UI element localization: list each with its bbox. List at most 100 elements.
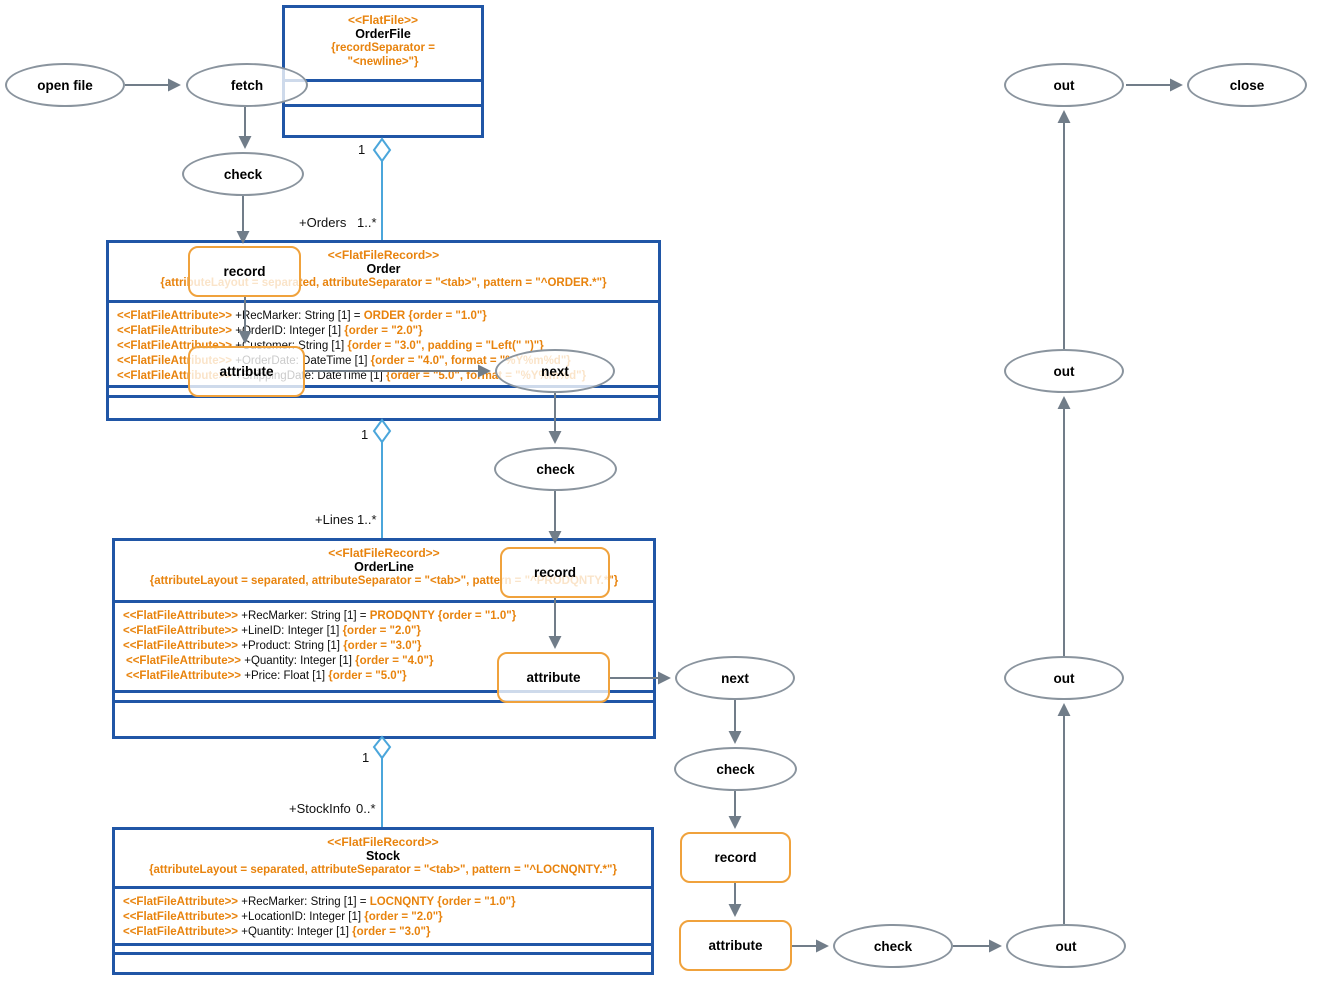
attr-stereotype: <<FlatFileAttribute>>	[123, 625, 239, 637]
flow-node-label: next	[541, 363, 569, 379]
assoc-stockinfo-role: +StockInfo	[289, 801, 351, 816]
flow-node-record-order[interactable]: record	[188, 246, 301, 297]
class-stereotype: <<FlatFile>>	[347, 13, 419, 27]
attribute-line: <<FlatFileAttribute>> +LineID: Integer […	[123, 624, 651, 639]
attr-constraint: ORDER {order = "1.0"}	[363, 310, 487, 322]
flow-node-attribute-order[interactable]: attribute	[188, 346, 305, 397]
flow-node-check-order[interactable]: check	[182, 152, 304, 196]
aggregation-diamond-orderline	[372, 735, 392, 760]
class-compartment-empty	[109, 395, 658, 418]
assoc-orders-mult: 1..*	[357, 215, 377, 230]
class-stock[interactable]: <<FlatFileRecord>> Stock {attributeLayou…	[112, 827, 654, 975]
flow-node-label: record	[714, 850, 757, 865]
flow-node-attribute-stock[interactable]: attribute	[679, 920, 792, 971]
flow-node-label: check	[873, 938, 913, 954]
class-compartment-empty	[115, 943, 651, 952]
attr-declaration: +Product: String [1]	[238, 640, 344, 652]
flow-node-next-line[interactable]: next	[675, 656, 795, 700]
attr-constraint: {order = "3.0", padding = "Left(" ")"}	[347, 340, 544, 352]
flow-node-record-stock[interactable]: record	[680, 832, 791, 883]
attr-constraint: {order = "4.0"}	[355, 655, 434, 667]
assoc-lines-role: +Lines	[315, 512, 354, 527]
class-name: OrderLine	[354, 560, 414, 574]
attr-constraint: {order = "2.0"}	[344, 325, 423, 337]
class-name: OrderFile	[355, 27, 411, 41]
class-stereotype: <<FlatFileRecord>>	[328, 546, 440, 560]
class-name: Order	[366, 262, 401, 276]
flow-node-check-line[interactable]: check	[494, 447, 617, 491]
flow-node-label: check	[716, 761, 755, 777]
flow-node-label: check	[536, 461, 575, 477]
class-compartment-empty	[115, 690, 653, 700]
flow-node-check-out[interactable]: check	[833, 924, 953, 968]
class-orderfile-header: <<FlatFile>> OrderFile {recordSeparator …	[285, 8, 481, 79]
flow-node-open-file[interactable]: open file	[5, 63, 125, 107]
flow-node-label: fetch	[230, 77, 264, 93]
class-orderfile[interactable]: <<FlatFile>> OrderFile {recordSeparator …	[282, 5, 484, 138]
class-constraint: {attributeLayout = separated, attributeS…	[149, 864, 617, 876]
attribute-line: <<FlatFileAttribute>> +Quantity: Integer…	[123, 925, 649, 940]
attr-declaration: +RecMarker: String [1] =	[232, 310, 364, 322]
flow-node-out-file[interactable]: out	[1004, 63, 1124, 107]
attr-declaration: +RecMarker: String [1] =	[238, 610, 370, 622]
flow-node-label: attribute	[219, 364, 274, 379]
attr-stereotype: <<FlatFileAttribute>>	[123, 610, 239, 622]
class-compartment-empty	[115, 952, 651, 972]
class-compartment-empty	[115, 700, 653, 736]
flow-node-label: record	[533, 565, 577, 580]
flow-node-fetch[interactable]: fetch	[186, 63, 308, 107]
attr-constraint: LOCNQNTY {order = "1.0"}	[369, 896, 516, 908]
attr-stereotype: <<FlatFileAttribute>>	[123, 926, 239, 938]
class-constraint-line2: "<newline>"}	[347, 56, 419, 68]
attr-stereotype: <<FlatFileAttribute>>	[117, 310, 233, 322]
flow-node-label: record	[223, 264, 266, 279]
attr-stereotype: <<FlatFileAttribute>>	[126, 670, 242, 682]
class-stock-attributes: <<FlatFileAttribute>> +RecMarker: String…	[115, 886, 651, 943]
aggregation-diamond-orderfile	[372, 137, 392, 163]
attribute-line: <<FlatFileAttribute>> +OrderID: Integer …	[117, 324, 656, 339]
flow-node-label: open file	[37, 77, 93, 93]
flow-node-label: out	[1053, 670, 1075, 686]
attr-declaration: +Price: Float [1]	[241, 670, 329, 682]
flow-node-out-stock[interactable]: out	[1006, 924, 1126, 968]
flow-node-record-line[interactable]: record	[500, 547, 610, 598]
attr-declaration: +RecMarker: String [1] =	[238, 896, 370, 908]
class-name: Stock	[365, 849, 401, 863]
attr-stereotype: <<FlatFileAttribute>>	[123, 911, 239, 923]
flow-node-label: next	[721, 670, 749, 686]
class-stereotype: <<FlatFileRecord>>	[327, 248, 440, 262]
attr-constraint: {order = "2.0"}	[364, 911, 443, 923]
aggregation-diamond-order	[372, 418, 392, 444]
attribute-line: <<FlatFileAttribute>> +RecMarker: String…	[123, 895, 649, 910]
flow-node-check-stock[interactable]: check	[674, 747, 797, 791]
attribute-line: <<FlatFileAttribute>> +RecMarker: String…	[123, 609, 651, 624]
attr-stereotype: <<FlatFileAttribute>>	[126, 655, 242, 667]
class-stock-header: <<FlatFileRecord>> Stock {attributeLayou…	[115, 830, 651, 886]
attr-constraint: {order = "5.0"}	[328, 670, 407, 682]
class-compartment-empty	[109, 385, 658, 395]
assoc-stockinfo-parent-mult: 1	[362, 750, 370, 765]
flow-node-out-order[interactable]: out	[1004, 349, 1124, 393]
flow-node-label: attribute	[708, 938, 763, 953]
flow-node-out-line[interactable]: out	[1004, 656, 1124, 700]
attr-declaration: +LineID: Integer [1]	[238, 625, 343, 637]
attribute-line: <<FlatFileAttribute>> +Quantity: Integer…	[123, 654, 651, 669]
attribute-line: <<FlatFileAttribute>> +Product: String […	[123, 639, 651, 654]
flow-node-attribute-line[interactable]: attribute	[497, 652, 610, 703]
assoc-stockinfo-mult: 0..*	[356, 801, 376, 816]
assoc-orders-parent-mult: 1	[358, 142, 366, 157]
flow-node-next-order[interactable]: next	[495, 349, 615, 393]
class-constraint-line1: {recordSeparator =	[331, 42, 435, 54]
attr-constraint: {order = "2.0"}	[342, 625, 421, 637]
attr-declaration: +Quantity: Integer [1]	[241, 655, 356, 667]
class-compartment-empty	[285, 104, 481, 135]
flow-node-close[interactable]: close	[1187, 63, 1307, 107]
attr-constraint: PRODQNTY {order = "1.0"}	[369, 610, 517, 622]
flow-node-label: attribute	[526, 670, 581, 685]
class-stereotype: <<FlatFileRecord>>	[327, 835, 439, 849]
attribute-line: <<FlatFileAttribute>> +LocationID: Integ…	[123, 910, 649, 925]
flow-node-label: out	[1053, 77, 1075, 93]
class-orderline-attributes: <<FlatFileAttribute>> +RecMarker: String…	[115, 600, 653, 690]
attr-stereotype: <<FlatFileAttribute>>	[117, 325, 233, 337]
